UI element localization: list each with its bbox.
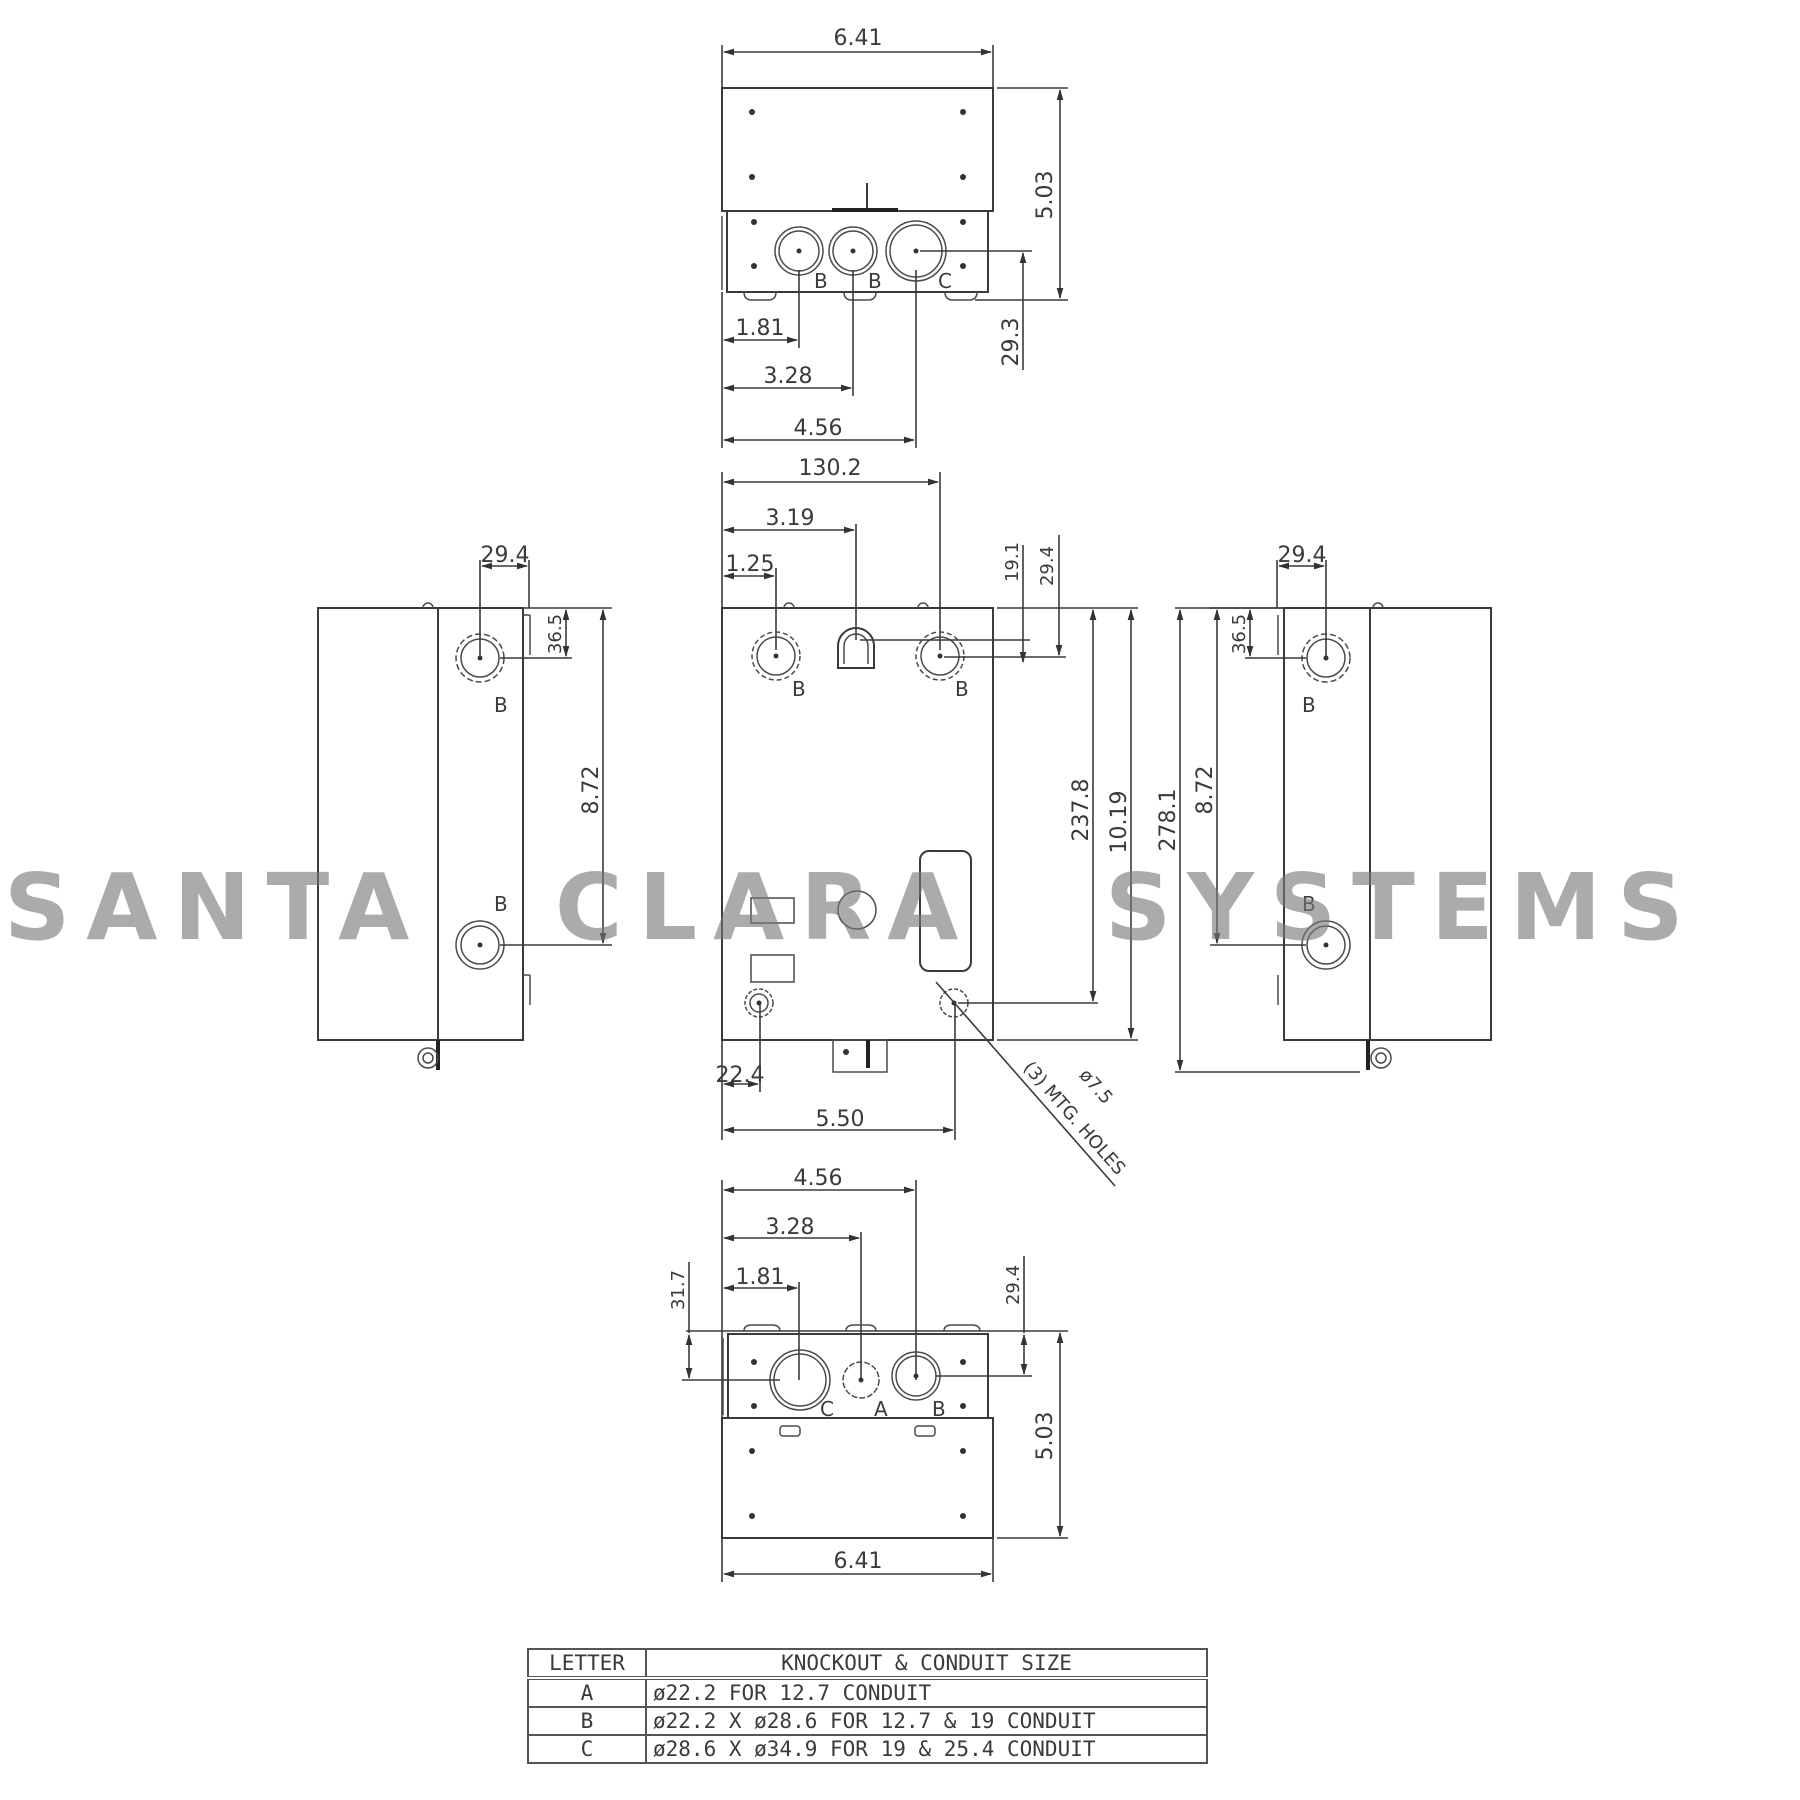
table-row: B ø22.2 X ø28.6 FOR 12.7 & 19 CONDUIT xyxy=(527,1706,1208,1736)
dim-bottom-right-offset: 29.4 xyxy=(1003,1265,1024,1305)
mounting-note: (3) MTG. HOLES xyxy=(1019,1057,1130,1179)
dim-front-x2: 1.25 xyxy=(726,552,775,577)
dim-right-height: 8.72 xyxy=(1193,766,1218,815)
svg-text:(3) MTG. HOLES: (3) MTG. HOLES xyxy=(1019,1057,1130,1179)
right-view: B B 29.4 36.5 8.72 278.1 xyxy=(1156,543,1492,1073)
header-letter: LETTER xyxy=(527,1648,647,1680)
dim-bottom-x2: 3.28 xyxy=(766,1215,815,1240)
dim-front-top-1: 19.1 xyxy=(1002,542,1023,582)
dim-left-height: 8.72 xyxy=(579,766,604,815)
table-row: A ø22.2 FOR 12.7 CONDUIT xyxy=(527,1677,1208,1708)
cell-letter: A xyxy=(527,1677,647,1708)
dim-front-width: 130.2 xyxy=(799,456,862,481)
front-view: 130.2 3.19 1.25 B B 19.1 29.4 xyxy=(716,456,1138,1187)
dim-right-offset: 36.5 xyxy=(1229,614,1250,654)
dim-bottom-left-offset: 31.7 xyxy=(668,1270,689,1310)
dim-front-bottom-width: 5.50 xyxy=(816,1107,865,1132)
knockout-label: B xyxy=(494,892,508,916)
knockout-label: A xyxy=(874,1397,888,1421)
dim-left-offset: 36.5 xyxy=(545,614,566,654)
knockout-label: B xyxy=(1302,693,1316,717)
dim-top-x1: 1.81 xyxy=(736,316,785,341)
dim-top-x3: 4.56 xyxy=(794,416,843,441)
dim-front-hole-offset: 22.4 xyxy=(716,1063,765,1088)
dim-bottom-height: 5.03 xyxy=(1033,1412,1058,1461)
dim-top-offset: 29.3 xyxy=(999,318,1024,367)
top-view: 6.41 B B xyxy=(721,26,1068,448)
knockout-label: C xyxy=(938,269,952,293)
knockout-label: B xyxy=(494,693,508,717)
knockout-label: B xyxy=(868,269,882,293)
cell-size: ø22.2 FOR 12.7 CONDUIT xyxy=(645,1677,1208,1708)
cell-letter: C xyxy=(527,1734,647,1764)
dim-top-x2: 3.28 xyxy=(764,364,813,389)
mounting-dia: ø7.5 xyxy=(1075,1065,1117,1109)
knockout-b-1 xyxy=(774,226,824,276)
dim-bottom-x1: 4.56 xyxy=(794,1166,843,1191)
knockout-b-2 xyxy=(828,226,878,276)
table-row: C ø28.6 X ø34.9 FOR 19 & 25.4 CONDUIT xyxy=(527,1734,1208,1764)
dim-front-h1: 237.8 xyxy=(1069,779,1094,842)
dim-top-height: 5.03 xyxy=(1033,171,1058,220)
knockout-table: LETTER KNOCKOUT & CONDUIT SIZE A ø22.2 F… xyxy=(527,1648,1208,1764)
dim-left-top: 29.4 xyxy=(481,543,530,568)
cell-size: ø28.6 X ø34.9 FOR 19 & 25.4 CONDUIT xyxy=(645,1734,1208,1764)
header-size: KNOCKOUT & CONDUIT SIZE xyxy=(645,1648,1208,1680)
cell-size: ø22.2 X ø28.6 FOR 12.7 & 19 CONDUIT xyxy=(645,1706,1208,1736)
left-view: B B 29.4 36.5 8.72 xyxy=(317,543,612,1070)
knockout-label: B xyxy=(932,1397,946,1421)
dim-bottom-x3: 1.81 xyxy=(736,1265,785,1290)
bottom-view: 4.56 3.28 1.81 C A B xyxy=(668,1166,1068,1582)
knockout-label: B xyxy=(955,677,969,701)
cell-letter: B xyxy=(527,1706,647,1736)
dim-front-h3: 278.1 xyxy=(1156,789,1181,852)
knockout-label: B xyxy=(1302,892,1316,916)
dim-front-x1: 3.19 xyxy=(766,506,815,531)
dim-front-top-2: 29.4 xyxy=(1037,546,1058,586)
dim-top-width: 6.41 xyxy=(834,26,883,51)
knockout-label: B xyxy=(792,677,806,701)
knockout-label: B xyxy=(814,269,828,293)
table-header-row: LETTER KNOCKOUT & CONDUIT SIZE xyxy=(527,1648,1208,1680)
knockout-label: C xyxy=(820,1397,834,1421)
svg-text:ø7.5: ø7.5 xyxy=(1075,1065,1117,1109)
dim-front-h2: 10.19 xyxy=(1107,791,1132,854)
dim-right-top: 29.4 xyxy=(1278,543,1327,568)
dim-bottom-width: 6.41 xyxy=(834,1549,883,1574)
